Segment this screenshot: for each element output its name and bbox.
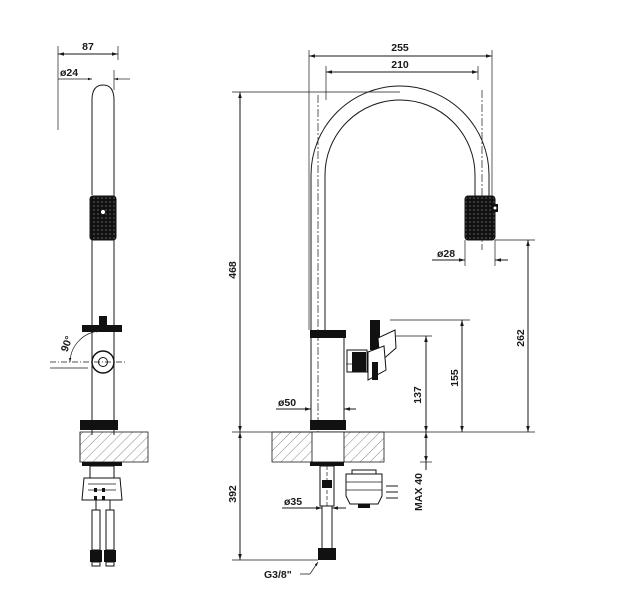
side-angle-dimension: 90° bbox=[59, 330, 101, 363]
front-view: 255 210 468 bbox=[227, 42, 535, 581]
thread-callout: G3/8" bbox=[264, 561, 319, 581]
spout-reach-label: 210 bbox=[391, 59, 409, 71]
height-label: 468 bbox=[227, 261, 239, 279]
side-diameter-label: ø24 bbox=[60, 67, 78, 79]
side-width-dimension: 87 bbox=[57, 41, 119, 130]
body-height-label: 137 bbox=[412, 386, 424, 404]
body-diameter-dimension: ø50 bbox=[276, 397, 356, 411]
side-spray-grip bbox=[89, 195, 117, 241]
max-thickness-label: MAX 40 bbox=[413, 473, 425, 511]
overall-width-dimension: 255 bbox=[308, 42, 493, 330]
mounting-nut bbox=[345, 469, 398, 508]
side-handle bbox=[50, 316, 125, 420]
side-view: 87 ø24 bbox=[50, 41, 149, 567]
side-width-label: 87 bbox=[82, 41, 94, 53]
mounting-shank bbox=[310, 462, 344, 560]
spray-head bbox=[464, 195, 498, 241]
spray-diameter-label: ø28 bbox=[437, 248, 455, 260]
side-spout-tube bbox=[91, 84, 115, 330]
handle-height-dimension: 155 bbox=[390, 319, 470, 432]
below-counter-dimension: 392 bbox=[227, 432, 318, 561]
body-height-dimension: 137 bbox=[396, 335, 432, 432]
height-dimension: 468 bbox=[227, 91, 400, 432]
shank-diameter-dimension: ø35 bbox=[282, 496, 346, 510]
below-counter-label: 392 bbox=[227, 485, 239, 503]
max-thickness-dimension: MAX 40 bbox=[413, 432, 428, 511]
side-diameter-dimension: ø24 bbox=[58, 67, 130, 90]
side-angle-label: 90° bbox=[59, 335, 76, 354]
handle-height-label: 155 bbox=[449, 369, 461, 387]
spout-reach-dimension: 210 bbox=[325, 59, 479, 100]
overall-width-label: 255 bbox=[391, 42, 409, 54]
body-diameter-label: ø50 bbox=[278, 397, 296, 409]
thread-label: G3/8" bbox=[264, 569, 292, 581]
shank-diameter-label: ø35 bbox=[284, 496, 302, 508]
lever-handle bbox=[346, 320, 397, 381]
outlet-height-label: 262 bbox=[515, 329, 527, 347]
spray-diameter-dimension: ø28 bbox=[432, 240, 508, 266]
side-under-counter bbox=[81, 462, 123, 567]
side-countertop bbox=[79, 431, 149, 463]
faucet-body bbox=[310, 330, 346, 430]
outlet-height-dimension: 262 bbox=[495, 239, 535, 432]
